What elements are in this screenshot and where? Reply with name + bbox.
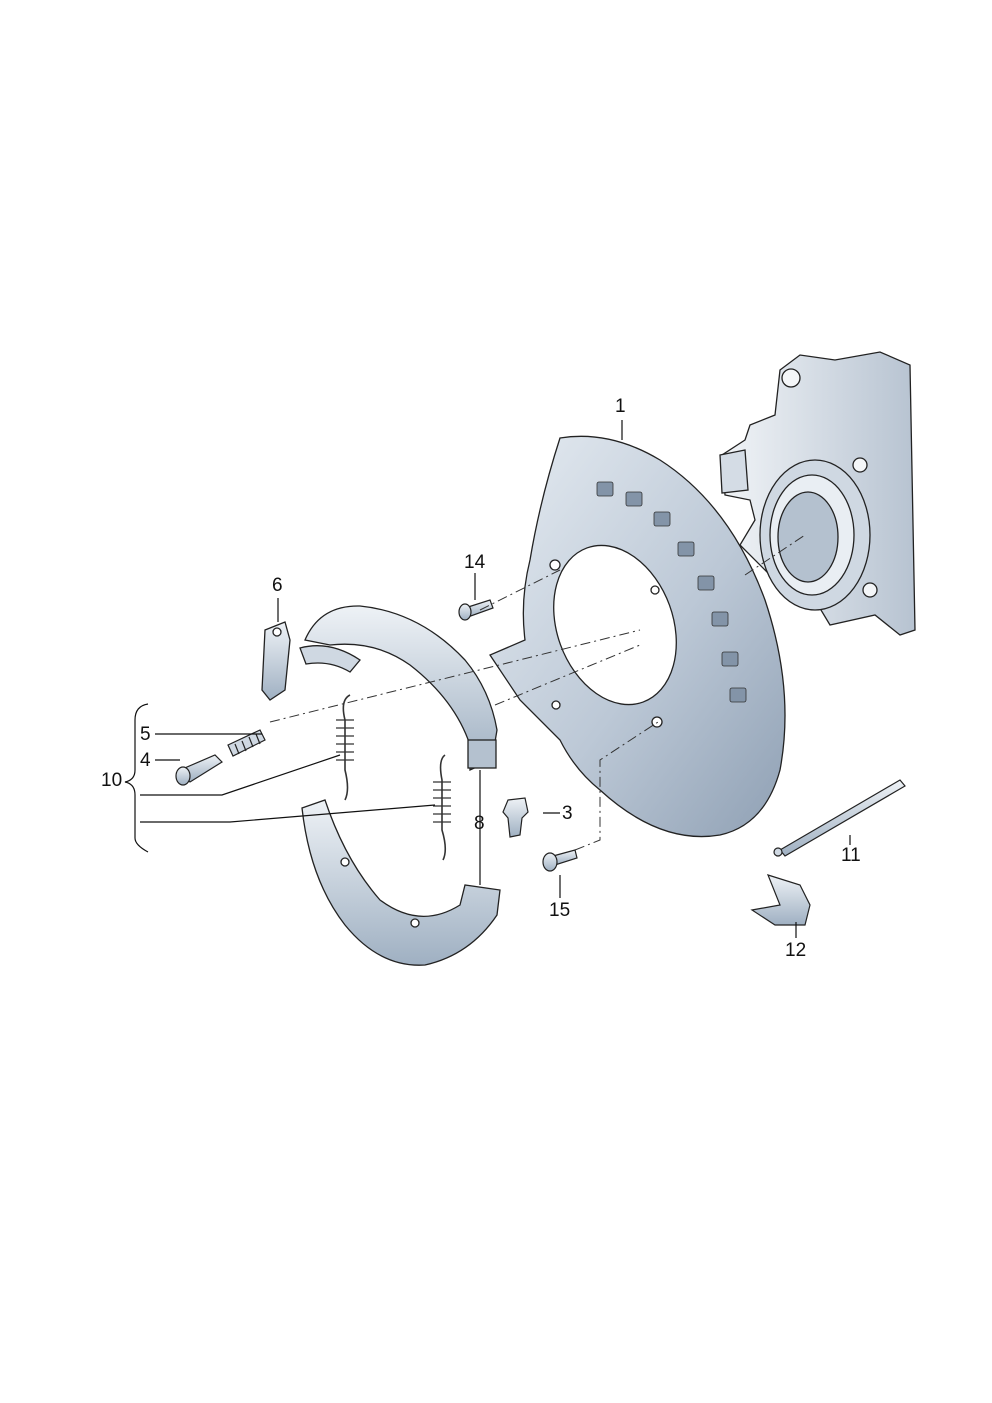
- leader-lines: [124, 420, 851, 938]
- retaining-pin: [175, 754, 223, 786]
- assembly-axis-lines: [269, 534, 806, 851]
- backing-plate: [489, 435, 786, 838]
- callout-6: 6: [272, 575, 283, 596]
- wheel-bearing-housing: [719, 351, 916, 636]
- return-spring-lower: [433, 754, 451, 861]
- callout-15: 15: [549, 900, 571, 921]
- callout-12: 12: [785, 940, 807, 961]
- bolt-14: [458, 599, 494, 621]
- callout-3: 3: [562, 803, 573, 824]
- brake-shoe-lower: [301, 799, 501, 966]
- callout-1: 1: [615, 396, 626, 417]
- adjuster-spring: [227, 729, 266, 757]
- brake-shoe-upper: [299, 605, 498, 772]
- callout-4: 4: [140, 750, 151, 771]
- cable-bracket: [750, 874, 811, 926]
- adjuster-nut: [502, 797, 529, 838]
- callout-14: 14: [464, 552, 486, 573]
- plate-vent-slots: [596, 481, 747, 703]
- brake-cable: [773, 779, 906, 857]
- callout-10: 10: [101, 770, 123, 791]
- bolt-15: [542, 849, 578, 872]
- callout-11: 11: [841, 845, 861, 866]
- callout-5: 5: [140, 724, 151, 745]
- actuating-lever: [261, 621, 291, 701]
- callout-8: 8: [474, 813, 485, 834]
- return-spring-upper: [336, 694, 354, 801]
